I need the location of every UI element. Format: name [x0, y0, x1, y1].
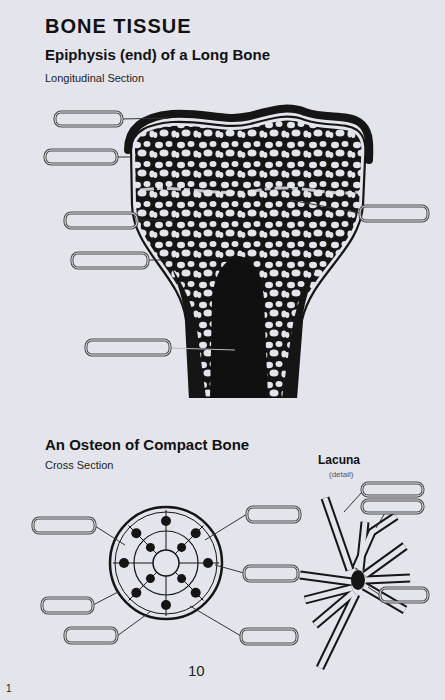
- lacunae: [119, 516, 213, 610]
- leader-lines: [93, 118, 385, 636]
- section-heading: Epiphysis (end) of a Long Bone: [45, 46, 270, 63]
- section-heading: An Osteon of Compact Bone: [45, 436, 249, 453]
- lacuna-detail: [300, 498, 410, 668]
- page-number: 10: [188, 662, 205, 679]
- detail-heading: Lacuna: [318, 454, 360, 468]
- osteon: [110, 507, 222, 619]
- articular-cartilage: [128, 109, 369, 160]
- page-title: BONE TISSUE: [45, 15, 192, 38]
- margin-number: 1: [6, 683, 12, 695]
- detail-note: (detail): [329, 470, 353, 479]
- compact-bone: [172, 268, 206, 398]
- medullary-cavity: [210, 256, 268, 398]
- section-subheading: Cross Section: [45, 459, 113, 472]
- answer-boxes: [33, 112, 428, 644]
- compact-bone: [282, 268, 316, 398]
- section-subheading: Longitudinal Section: [45, 72, 144, 85]
- epiphyseal-line: [140, 188, 358, 193]
